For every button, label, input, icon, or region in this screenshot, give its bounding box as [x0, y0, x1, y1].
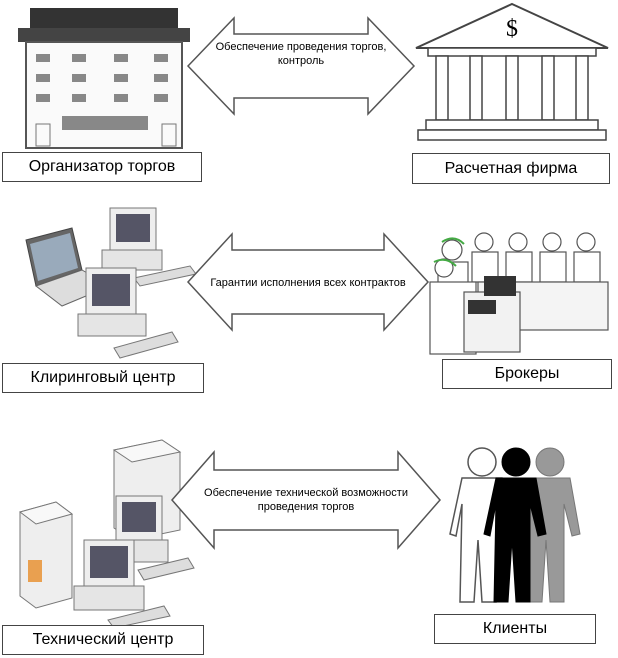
building-icon: [18, 8, 190, 149]
people-icon: [449, 447, 581, 603]
servers-icon: [18, 439, 195, 629]
label-settlement-firm: Расчетная фирма: [412, 153, 610, 184]
arrow-2-text: Гарантии исполнения всех контрактов: [210, 277, 406, 289]
label-brokers: Брокеры: [442, 359, 612, 389]
dollar-symbol: $: [506, 16, 518, 42]
arrow-1-text: Обеспечение проведения торгов, контроль: [215, 41, 387, 67]
double-arrow-1: [186, 16, 416, 116]
double-arrow-2: [186, 232, 430, 332]
label-organizer: Организатор торгов: [2, 152, 202, 182]
label-clients: Клиенты: [434, 614, 596, 644]
computers-icon: [25, 207, 197, 359]
double-arrow-3: [171, 450, 441, 550]
brokers-icon: [429, 232, 609, 355]
label-clearing-center: Клиринговый центр: [2, 363, 204, 393]
label-technical-center: Технический центр: [2, 625, 204, 655]
bank-icon: $: [415, 2, 609, 141]
arrow-3-text: Обеспечение технической возможности пров…: [204, 487, 408, 513]
